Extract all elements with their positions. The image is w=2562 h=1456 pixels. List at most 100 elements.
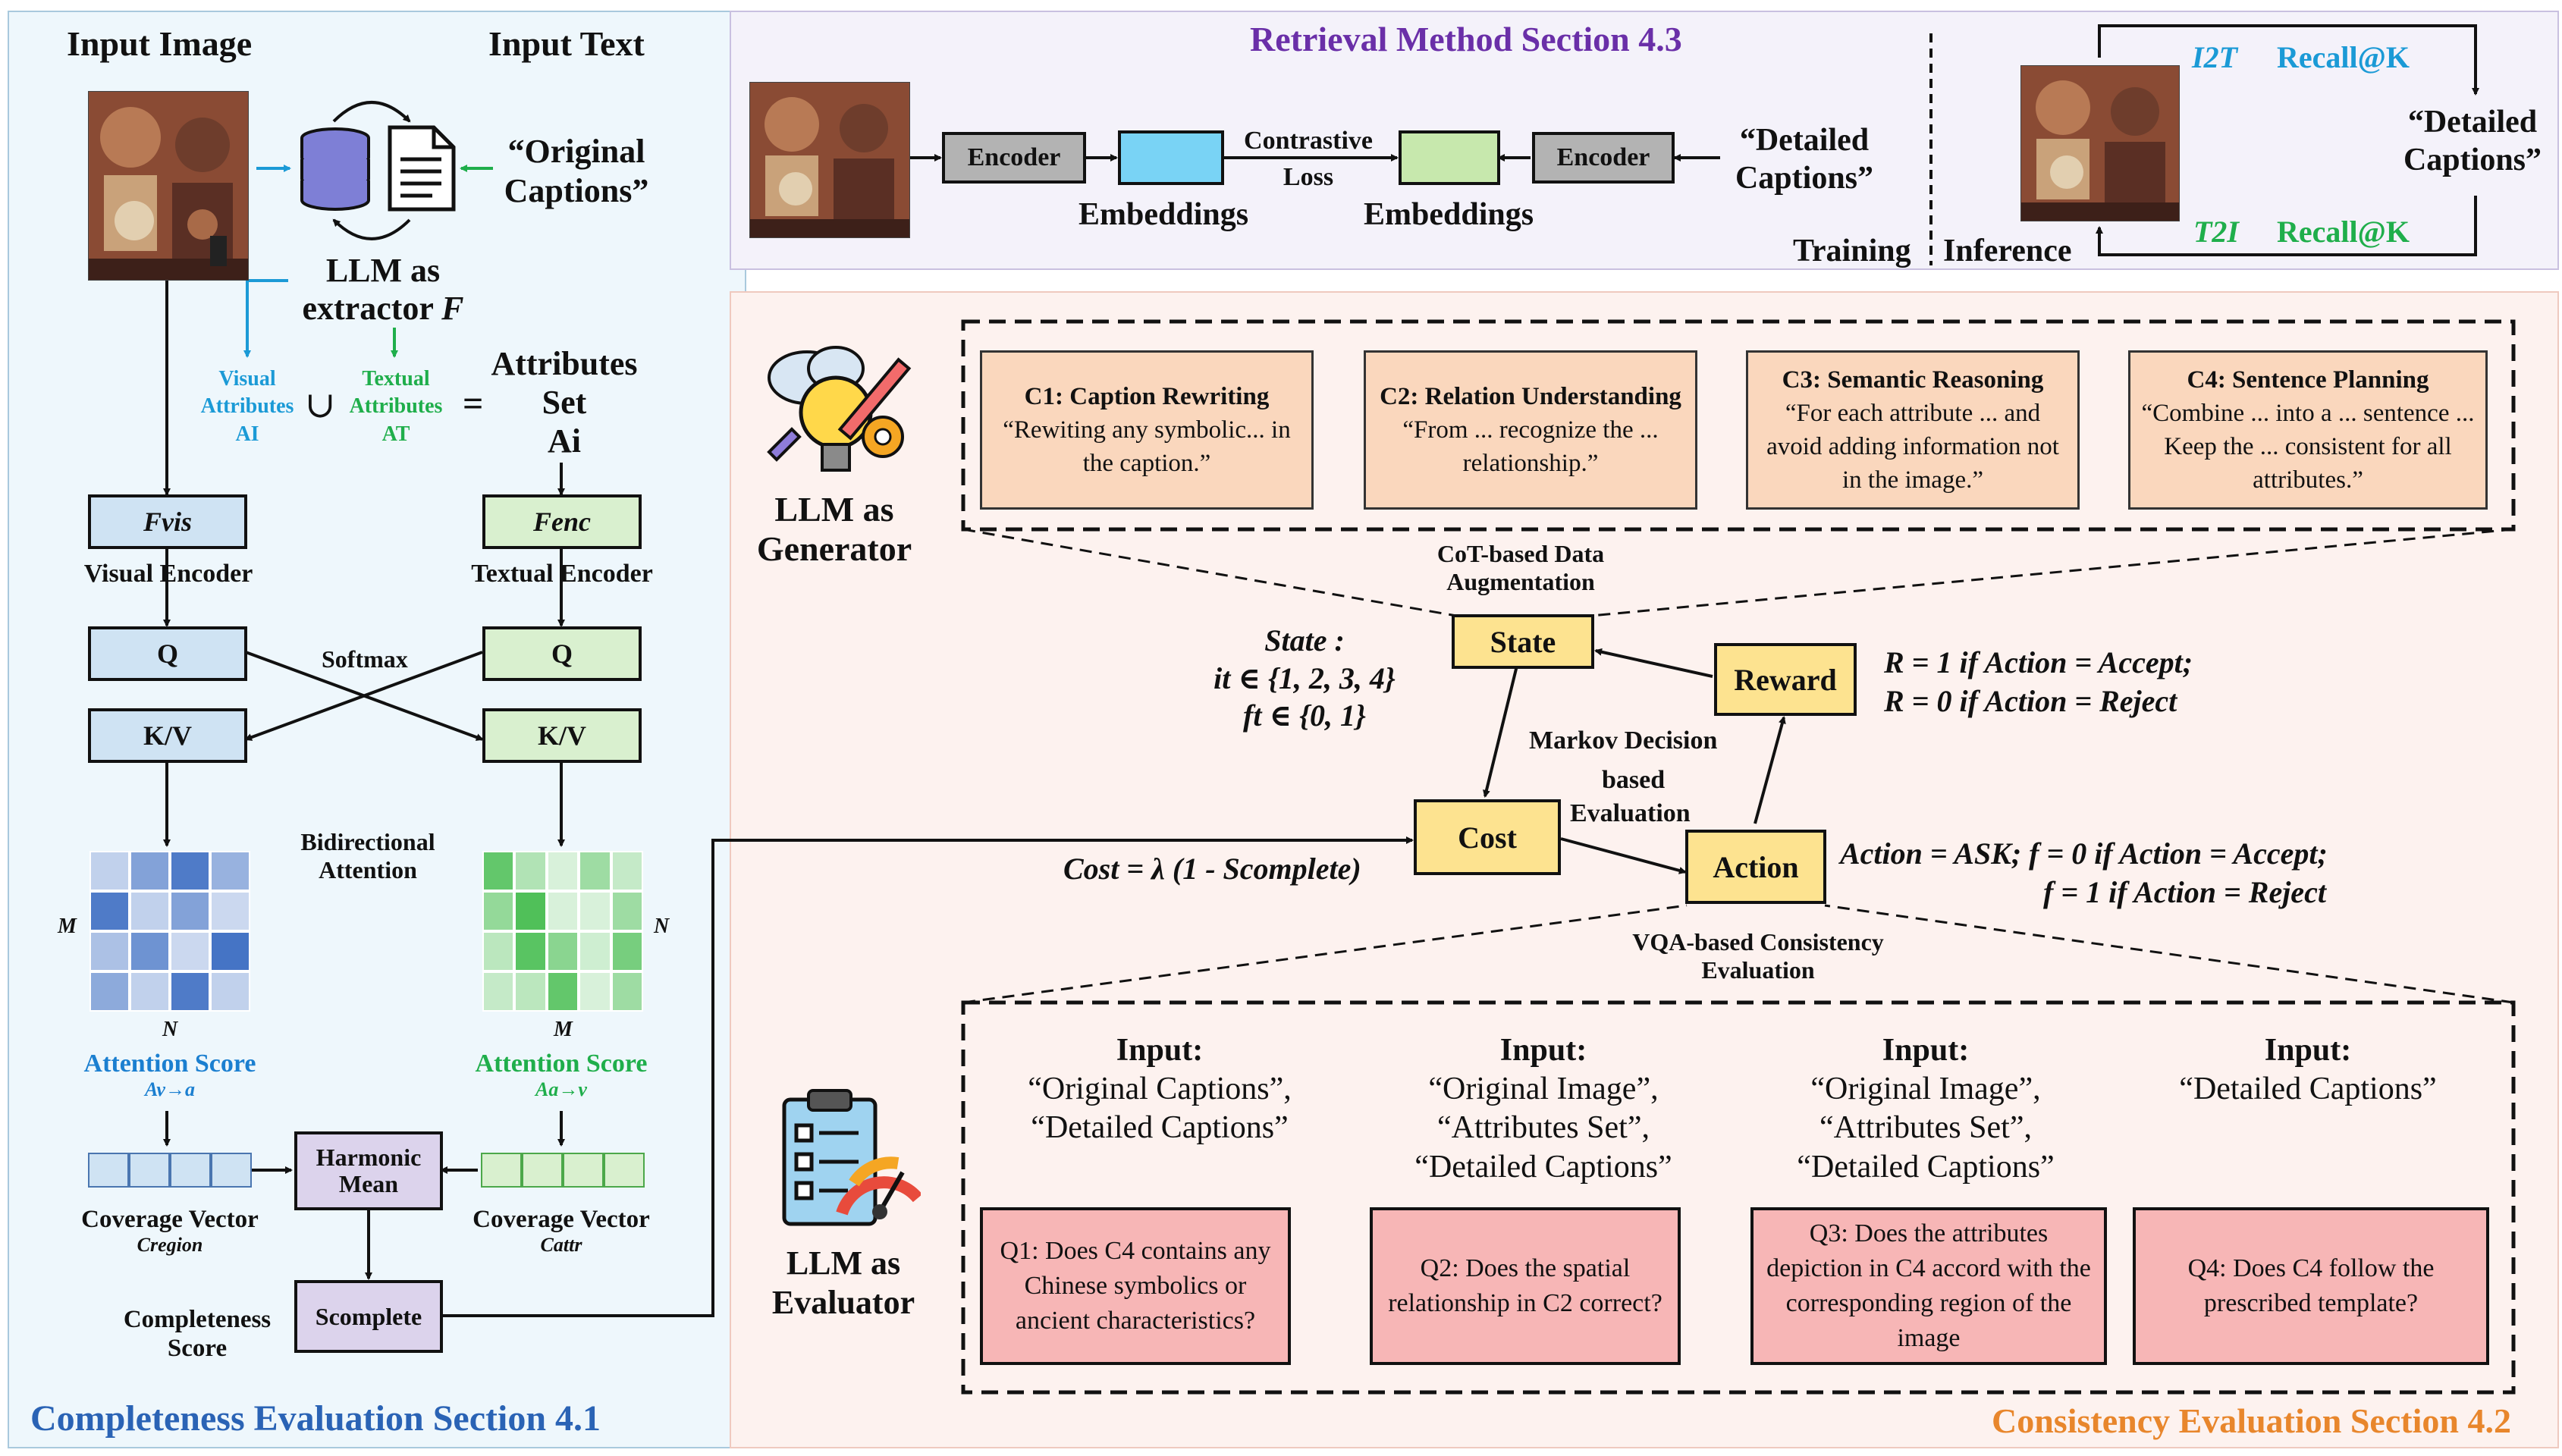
evaluator-input-1: Input: “Original Captions”, “Detailed Ca… xyxy=(980,1031,1339,1148)
arrow-i2t xyxy=(2098,24,2479,96)
attention-score-right-text: Attention Score xyxy=(475,1050,648,1078)
coverage-symbol-left: Cregion xyxy=(137,1233,203,1256)
arrow-cost-to-action xyxy=(1560,837,1687,874)
heatmap-cell-left xyxy=(130,891,170,931)
heatmap-cell-left xyxy=(170,971,210,1012)
recall-top-label: Recall@K xyxy=(2277,40,2410,74)
coverage-vector-left: Coverage Vector Cregion xyxy=(64,1206,276,1256)
q-box-right: Q xyxy=(482,626,642,681)
llm-extractor-line-1: LLM as xyxy=(325,252,441,289)
visual-encoder-label: Visual Encoder xyxy=(83,560,253,588)
i2t-label: I2T xyxy=(2192,40,2237,74)
arrow-state-to-cost xyxy=(1483,665,1518,798)
heatmap-cell-right xyxy=(611,851,643,891)
funnel-top-left xyxy=(962,528,1457,617)
loss-text: Loss xyxy=(1283,162,1334,191)
heatmap-cell-left xyxy=(89,891,130,931)
action-desc-1: Action = ASK; f = 0 if Action = Accept; xyxy=(1840,836,2328,871)
embeddings-label-right: Embeddings xyxy=(1364,197,1534,232)
q3-box: Q3: Does the attributes depiction in C4 … xyxy=(1750,1207,2107,1365)
based-label: based xyxy=(1602,766,1666,794)
cycle-arrow-top xyxy=(332,101,411,123)
attention-score-right: Attention Score Aa→v xyxy=(455,1050,667,1100)
input-2-title: Input: xyxy=(1499,1033,1587,1068)
evaluator-input-3: Input: “Original Image”, “Attributes Set… xyxy=(1746,1031,2105,1187)
attention-score-left-text: Attention Score xyxy=(83,1050,256,1078)
q4-box: Q4: Does C4 follow the prescribed templa… xyxy=(2133,1207,2489,1365)
input-2-line-3: “Detailed Captions” xyxy=(1414,1149,1672,1185)
heatmap-cell-left xyxy=(170,931,210,971)
q1-box: Q1: Does C4 contains any Chinese symboli… xyxy=(980,1207,1291,1365)
c4-title: C4: Sentence Planning xyxy=(2187,366,2429,394)
union-symbol: ∪ xyxy=(305,385,336,425)
generator-label: LLM as Generator xyxy=(756,490,912,569)
input-1-line-1: “Original Captions”, xyxy=(1028,1072,1292,1107)
softmax-label: Softmax xyxy=(322,645,408,673)
fvis-box: Fvis xyxy=(88,494,247,549)
heatmap-cell-right xyxy=(514,891,547,931)
llm-extractor-label: LLM as extractor F xyxy=(296,252,470,328)
c4-text: “Combine ... into a ... sentence ... Kee… xyxy=(2141,399,2475,494)
coverage-vector-right-text: Coverage Vector xyxy=(473,1206,650,1233)
heatmap-cell-right xyxy=(482,971,515,1012)
original-captions-text: “Original Captions” xyxy=(504,133,649,209)
heatmap-cell-left xyxy=(170,891,210,931)
training-label: Training xyxy=(1793,234,1911,268)
textual-attr-symbol: AT xyxy=(381,422,410,446)
reward-box: Reward xyxy=(1714,643,1857,716)
embedding-box-left xyxy=(1118,130,1224,185)
n-label-left: N xyxy=(162,1018,178,1041)
cost-box: Cost xyxy=(1414,799,1561,875)
funnel-top-right xyxy=(1590,528,2514,617)
scomplete-box: Scomplete xyxy=(294,1280,443,1353)
n-label-right: N xyxy=(654,915,670,938)
arrow-blue-to-visual-attr xyxy=(243,279,288,358)
input-text-label: Input Text xyxy=(488,24,645,63)
input-3-line-2: “Attributes Set”, xyxy=(1819,1110,2032,1146)
attributes-set-label: Attributes Set Ai xyxy=(481,344,648,460)
attention-heatmap-right xyxy=(482,851,643,1012)
heatmap-cell-right xyxy=(546,851,579,891)
evaluator-input-4: Input: “Detailed Captions” xyxy=(2128,1031,2488,1109)
contrastive-loss-label: Contrastive Loss xyxy=(1229,123,1388,195)
input-image-label: Input Image xyxy=(67,24,253,63)
input-4-title: Input: xyxy=(2264,1033,2352,1068)
llm-extractor-line-2: extractor F xyxy=(296,290,470,328)
attention-symbol-right: Aa→v xyxy=(535,1078,587,1101)
inference-label: Inference xyxy=(1943,234,2072,268)
input-3-title: Input: xyxy=(1882,1033,1970,1068)
visual-attributes-text: Visual Attributes xyxy=(200,367,294,419)
coverage-vector-left-bar xyxy=(88,1153,252,1188)
heatmap-cell-right xyxy=(482,891,515,931)
retrieval-title: Retrieval Method Section 4.3 xyxy=(1250,20,1682,58)
c1-box: C1: Caption Rewriting “Rewiting any symb… xyxy=(980,350,1314,510)
attention-symbol-left: Av→a xyxy=(145,1078,195,1101)
c1-title: C1: Caption Rewriting xyxy=(1024,382,1270,410)
heatmap-cell-right xyxy=(546,971,579,1012)
coverage-symbol-right: Cattr xyxy=(540,1233,582,1256)
heatmap-cell-left xyxy=(130,931,170,971)
generator-dashed-frame xyxy=(961,319,2516,532)
retrieval-image-thumbnail xyxy=(749,82,910,238)
attention-score-left: Attention Score Av→a xyxy=(64,1050,276,1100)
heatmap-cell-right xyxy=(546,891,579,931)
evaluator-dashed-frame xyxy=(961,1000,2516,1395)
c3-text: “For each attribute ... and avoid adding… xyxy=(1766,399,2059,494)
textual-attributes-label: Textual Attributes AT xyxy=(343,366,449,448)
state-box: State xyxy=(1452,614,1594,669)
state-i: it ∈ {1, 2, 3, 4} xyxy=(1213,661,1396,695)
completeness-section-title: Completeness Evaluation Section 4.1 xyxy=(30,1398,601,1439)
heatmap-cell-left xyxy=(130,971,170,1012)
action-box: Action xyxy=(1685,830,1826,904)
textual-attributes-text: Textual Attributes xyxy=(349,367,443,419)
heatmap-cell-right xyxy=(579,851,611,891)
heatmap-cell-right xyxy=(611,931,643,971)
cost-formula: Cost = λ (1 - Scomplete) xyxy=(1063,852,1361,886)
attributes-set-text: Attributes Set xyxy=(491,345,638,422)
evaluation-label: Evaluation xyxy=(1570,799,1691,827)
heatmap-cell-right xyxy=(546,931,579,971)
attributes-set-symbol: Ai xyxy=(548,422,581,460)
input-4-line-1: “Detailed Captions” xyxy=(2179,1072,2437,1107)
